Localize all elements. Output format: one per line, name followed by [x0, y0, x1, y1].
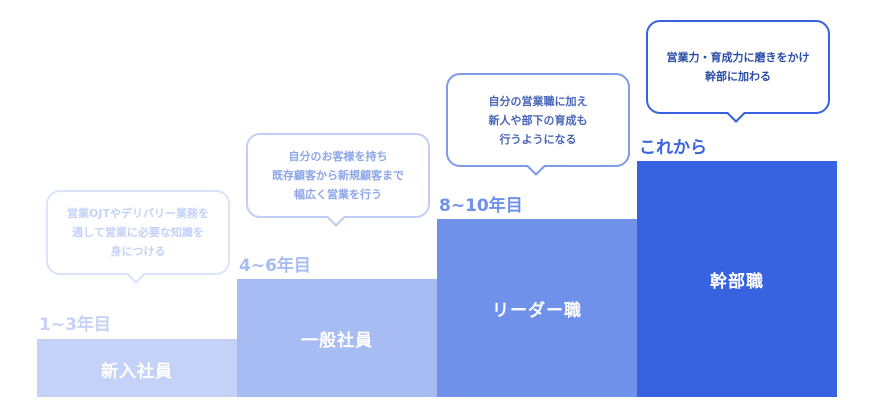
stage1-block: 新入社員	[37, 339, 237, 397]
stage1-title: 新入社員	[101, 361, 173, 382]
stage3-title: リーダー職	[492, 300, 582, 321]
stage3-bubble-tail-fill	[527, 164, 545, 173]
stage2-speech-bubble: 自分のお客様を持ち 既存顧客から新規顧客まで 幅広く営業を行う	[246, 133, 430, 227]
stage2-description: 自分のお客様を持ち 既存顧客から新規顧客まで 幅広く営業を行う	[272, 150, 404, 201]
stage4-speech-bubble: 営業力・育成力に磨きをかけ 幹部に加わる	[646, 20, 830, 123]
stage2-period: 4~6年目	[239, 256, 311, 276]
stage2-bubble-tail-fill	[327, 215, 345, 224]
stage3-description: 自分の営業職に加え 新人や部下の育成も 行うようになる	[488, 94, 588, 146]
stage3-speech-bubble: 自分の営業職に加え 新人や部下の育成も 行うようになる	[446, 73, 630, 176]
stage4-description: 営業力・育成力に磨きをかけ 幹部に加わる	[666, 51, 810, 83]
stage4-block: 幹部職	[637, 161, 837, 397]
stage2-block: 一般社員	[237, 279, 437, 397]
stage4-period: これから	[639, 138, 707, 158]
stage3-block: リーダー職	[437, 219, 637, 397]
stage3-period: 8~10年目	[439, 196, 523, 216]
stage1-bubble-tail-fill	[127, 272, 145, 281]
stage1-period: 1~3年目	[39, 315, 111, 335]
stage4-title: 幹部職	[710, 271, 764, 292]
stage1-speech-bubble: 営業OJTやデリバリー業務を 通して営業に必要な知識を 身につける	[46, 190, 230, 284]
stage4-bubble-tail-fill	[727, 111, 745, 120]
stage2-title: 一般社員	[301, 330, 373, 351]
stage1-description: 営業OJTやデリバリー業務を 通して営業に必要な知識を 身につける	[67, 207, 209, 258]
